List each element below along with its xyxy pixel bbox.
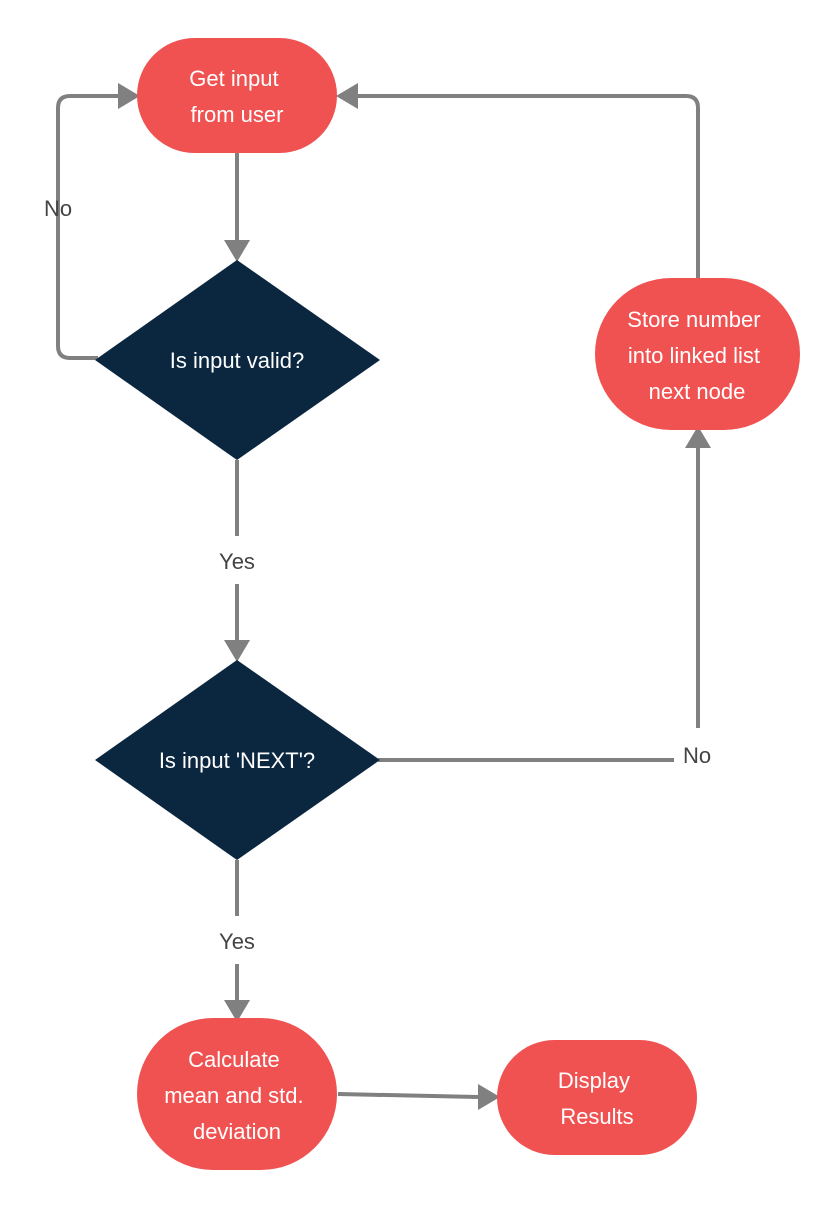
node-is-next-line-1: Is input 'NEXT'?	[159, 748, 315, 773]
label-invalid-no: No	[44, 196, 72, 221]
node-is-next: Is input 'NEXT'?	[95, 660, 380, 860]
node-is-valid-label: Is input valid?	[170, 348, 305, 373]
node-display-label: Display Results	[558, 1068, 636, 1129]
node-calculate-line-1: Calculate	[188, 1047, 280, 1072]
node-calculate-line-2: mean and std.	[164, 1083, 303, 1108]
arrowhead-into-store-number	[685, 426, 711, 448]
node-display: Display Results	[497, 1040, 697, 1155]
arrowhead-into-get-input-left	[118, 83, 140, 109]
edge-is-valid-no-loop	[56, 94, 118, 360]
edge-calculate-to-display	[337, 1092, 479, 1099]
label-next-no: No	[683, 743, 711, 768]
terminal-shape	[137, 38, 337, 153]
node-is-valid-line-1: Is input valid?	[170, 348, 305, 373]
decision-shape	[95, 260, 380, 460]
node-store-number-line-3: next node	[649, 379, 746, 404]
node-calculate: Calculate mean and std. deviation	[137, 1018, 337, 1170]
node-get-input: Get input from user	[137, 38, 337, 153]
node-store-number-label: Store number into linked list next node	[627, 307, 766, 404]
node-get-input-line-2: from user	[191, 102, 284, 127]
decision-shape	[95, 660, 380, 860]
connectors	[56, 83, 711, 1110]
terminal-shape	[497, 1040, 697, 1155]
arrowhead-into-get-input-right	[336, 83, 358, 109]
node-display-line-1: Display	[558, 1068, 630, 1093]
node-store-number-line-1: Store number	[627, 307, 760, 332]
terminal-shape	[595, 278, 800, 430]
node-store-number: Store number into linked list next node	[595, 278, 800, 430]
arrowhead-into-is-next	[224, 640, 250, 662]
arrowhead-into-calculate	[224, 1000, 250, 1022]
node-display-line-2: Results	[560, 1104, 633, 1129]
node-is-valid: Is input valid?	[95, 260, 380, 460]
edge-labels: No Yes No Yes	[44, 196, 711, 954]
node-calculate-line-3: deviation	[193, 1119, 281, 1144]
terminal-shape	[137, 1018, 337, 1170]
arrowhead-into-is-valid	[224, 240, 250, 262]
arrowhead-into-display	[478, 1084, 500, 1110]
node-calculate-label: Calculate mean and std. deviation	[164, 1047, 310, 1144]
label-valid-yes: Yes	[219, 549, 255, 574]
node-get-input-label: Get input from user	[189, 66, 284, 127]
label-next-yes: Yes	[219, 929, 255, 954]
edge-store-to-get-input	[358, 94, 700, 278]
node-get-input-line-1: Get input	[189, 66, 278, 91]
node-store-number-line-2: into linked list	[628, 343, 760, 368]
node-is-next-label: Is input 'NEXT'?	[159, 748, 315, 773]
